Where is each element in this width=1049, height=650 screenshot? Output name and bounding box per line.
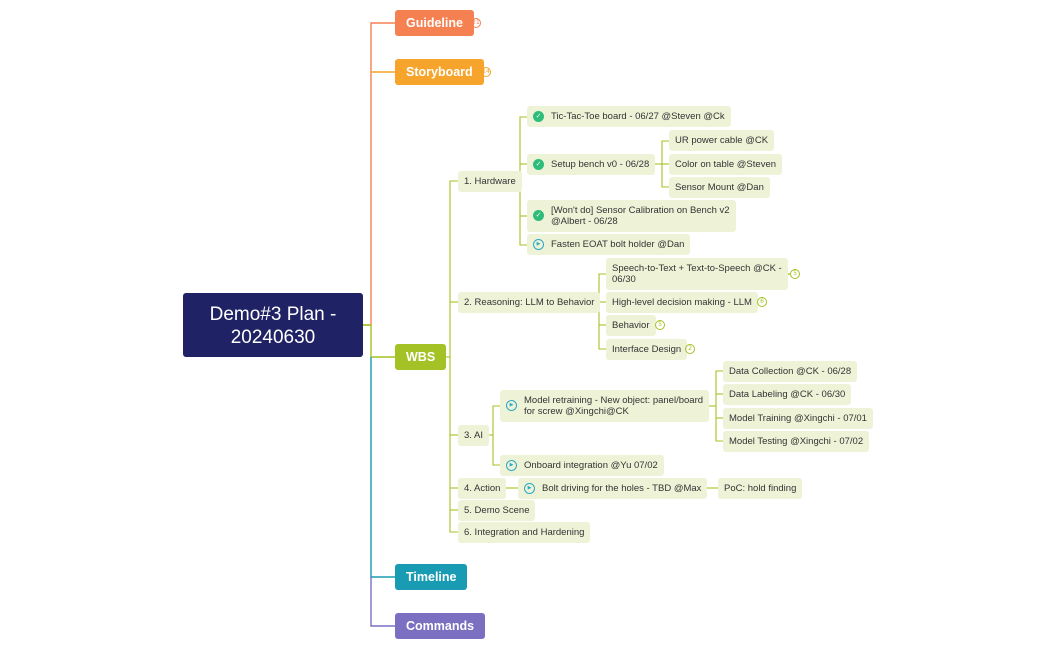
task-interface[interactable]: Interface Design: [606, 339, 688, 360]
task-label-line2: @Albert - 06/28: [551, 216, 618, 227]
task-sensor-calibration[interactable]: ✓ [Won't do] Sensor Calibration on Bench…: [527, 200, 736, 232]
task-label-line1: Speech-to-Text + Text-to-Speech @CK -: [612, 263, 782, 274]
check-circle-icon: ✓: [533, 210, 544, 221]
task-label: Setup bench v0 - 06/28: [551, 159, 650, 170]
task-color-table[interactable]: Color on table @Steven: [669, 154, 783, 175]
collapsed-count-badge[interactable]: 2: [685, 344, 695, 354]
task-label: Fasten EOAT bolt holder @Dan: [551, 239, 685, 250]
check-circle-icon: ✓: [533, 111, 544, 122]
task-data-collection[interactable]: Data Collection @CK - 06/28: [723, 361, 858, 382]
branch-storyboard[interactable]: Storyboard: [395, 59, 484, 85]
branch-wbs[interactable]: WBS: [395, 344, 447, 370]
task-label-line2: for screw @Xingchi@CK: [524, 406, 629, 417]
task-model-retraining[interactable]: ▶ Model retraining - New object: panel/b…: [500, 390, 710, 422]
collapsed-count-badge[interactable]: 6: [757, 297, 767, 307]
task-sensor-mount[interactable]: Sensor Mount @Dan: [669, 177, 770, 198]
task-label-line1: Model retraining - New object: panel/boa…: [524, 395, 704, 406]
task-tictactoe[interactable]: ✓ Tic-Tac-Toe board - 06/27 @Steven @Ck: [527, 106, 731, 127]
task-label: Bolt driving for the holes - TBD @Max: [542, 483, 702, 494]
branch-timeline[interactable]: Timeline: [395, 564, 468, 590]
task-label: Onboard integration @Yu 07/02: [524, 460, 658, 471]
root-topic[interactable]: Demo#3 Plan - 20240630: [183, 293, 363, 357]
task-label-line2: 06/30: [612, 274, 636, 285]
play-circle-icon: ▶: [506, 460, 517, 471]
collapsed-count-badge[interactable]: 14: [481, 67, 491, 77]
task-bolt-driving[interactable]: ▶ Bolt driving for the holes - TBD @Max: [518, 478, 708, 499]
topic-action[interactable]: 4. Action: [458, 478, 507, 499]
task-fasten-eoat[interactable]: ▶ Fasten EOAT bolt holder @Dan: [527, 234, 691, 255]
collapsed-count-badge[interactable]: 5: [790, 269, 800, 279]
task-decision[interactable]: High-level decision making - LLM: [606, 292, 758, 313]
root-title-line2: 20240630: [230, 327, 316, 348]
task-data-labeling[interactable]: Data Labeling @CK - 06/30: [723, 384, 852, 405]
topic-demo-scene[interactable]: 5. Demo Scene: [458, 500, 536, 521]
task-label-line1: [Won't do] Sensor Calibration on Bench v…: [551, 205, 730, 216]
task-setup-bench[interactable]: ✓ Setup bench v0 - 06/28: [527, 154, 656, 175]
task-poc[interactable]: PoC: hold finding: [718, 478, 803, 499]
topic-reasoning[interactable]: 2. Reasoning: LLM to Behavior: [458, 292, 601, 313]
task-speech[interactable]: Speech-to-Text + Text-to-Speech @CK - 06…: [606, 258, 788, 290]
play-circle-icon: ▶: [524, 483, 535, 494]
check-circle-icon: ✓: [533, 159, 544, 170]
topic-integration[interactable]: 6. Integration and Hardening: [458, 522, 591, 543]
branch-guideline[interactable]: Guideline: [395, 10, 474, 36]
topic-ai[interactable]: 3. AI: [458, 425, 490, 446]
play-circle-icon: ▶: [506, 400, 517, 411]
play-circle-icon: ▶: [533, 239, 544, 250]
task-model-training[interactable]: Model Training @Xingchi - 07/01: [723, 408, 873, 429]
collapsed-count-badge[interactable]: 21: [471, 18, 481, 28]
task-ur-power[interactable]: UR power cable @CK: [669, 130, 775, 151]
task-model-testing[interactable]: Model Testing @Xingchi - 07/02: [723, 431, 870, 452]
topic-hardware[interactable]: 1. Hardware: [458, 171, 522, 192]
collapsed-count-badge[interactable]: 5: [655, 320, 665, 330]
task-onboard-integration[interactable]: ▶ Onboard integration @Yu 07/02: [500, 455, 664, 476]
task-label: Tic-Tac-Toe board - 06/27 @Steven @Ck: [551, 111, 725, 122]
branch-commands[interactable]: Commands: [395, 613, 486, 639]
task-behavior[interactable]: Behavior: [606, 315, 656, 336]
root-title-line1: Demo#3 Plan -: [209, 304, 337, 325]
